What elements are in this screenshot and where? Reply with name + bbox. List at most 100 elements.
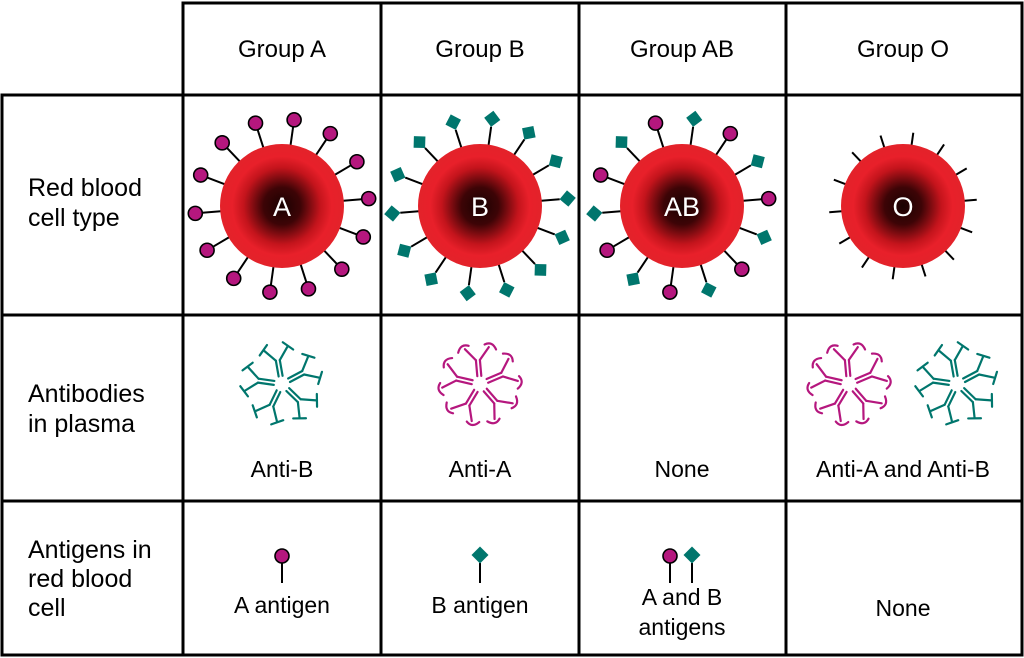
a-antigen-icon: [337, 226, 372, 245]
antibody-icon: [962, 352, 999, 386]
b-antigen-icon: [390, 167, 425, 186]
anti-b-antibodies: [239, 341, 324, 426]
cell-body: [841, 144, 965, 268]
a-antigen-icon: [286, 112, 302, 147]
b-antigen-icon: [484, 110, 501, 147]
cell-letter: A: [273, 192, 291, 222]
a-antigen-icon: [741, 190, 777, 207]
a-antigen-icon: [247, 115, 265, 150]
antibody-icon: [437, 356, 474, 397]
a-antigen-icon: [225, 255, 250, 287]
anti-b-antibodies: [914, 341, 999, 426]
a-antigen-icon: [714, 125, 739, 157]
b-antigen-icon: [539, 190, 576, 207]
antigens-caption-group-ab-line1: A and B: [642, 584, 723, 610]
antibodies-caption-group-b: Anti-A: [449, 456, 512, 482]
cell-body: [220, 144, 344, 268]
b-antigen-icon: [615, 136, 642, 164]
antigens-caption-group-a: A antigen: [234, 592, 330, 618]
antigen-stub: [833, 178, 848, 186]
antigen-head: [274, 548, 290, 564]
cell-letter: O: [892, 192, 913, 222]
b-antigen-icon: [445, 114, 463, 150]
row-label-line: Antibodies: [28, 380, 145, 408]
antigen-stub: [891, 265, 896, 280]
a-antigen-icon: [199, 235, 231, 259]
row-label-line: in plasma: [28, 410, 135, 438]
a-antigen-icon: [599, 235, 631, 259]
b-antigen-icon: [459, 265, 476, 302]
a-antigen-icon: [333, 153, 365, 177]
antibody-icon: [485, 352, 523, 390]
a-antigen-icon: [187, 205, 223, 222]
cell-letter: B: [471, 192, 489, 222]
antibody-icon: [285, 387, 319, 420]
antibodies-caption-group-ab: None: [655, 456, 710, 482]
a-antigen-icon: [299, 262, 317, 297]
red-blood-cell-ab: AB: [586, 110, 777, 300]
a-antigen-icon: [592, 167, 627, 186]
antibodies-caption-group-a: Anti-B: [251, 456, 314, 482]
antigen-stub: [935, 143, 945, 157]
header-group-ab: Group AB: [630, 36, 734, 63]
anti-a-antibodies: [437, 342, 523, 427]
b-antigen-icon: [686, 110, 703, 147]
antigen-stub: [829, 210, 844, 214]
b-antigen-icon: [384, 205, 421, 222]
antigen-stub: [958, 226, 973, 234]
antibody-icon: [482, 387, 519, 425]
antibody-icon: [926, 389, 960, 426]
antigen-stub: [920, 262, 927, 277]
header-group-b: Group B: [435, 36, 524, 63]
b-antigen-icon: [737, 226, 772, 245]
b-antigen-icon: [397, 235, 429, 258]
antibody-icon: [960, 387, 994, 420]
b-antigen-icon: [683, 546, 701, 583]
antigen-head: [471, 546, 489, 564]
a-antigen-icon: [662, 548, 678, 583]
b-antigen-icon: [626, 255, 650, 286]
row-label-line: Red blood: [28, 174, 142, 202]
row-label-line: cell: [28, 594, 66, 622]
antibody-icon: [851, 387, 888, 425]
red-blood-cell-o: O: [829, 132, 977, 280]
antigen-stub: [910, 132, 915, 147]
antibody-icon: [457, 342, 498, 378]
antigen-stub: [851, 151, 863, 164]
antibody-icon: [287, 352, 324, 386]
antibody-icon: [251, 389, 285, 426]
antibody-icon: [258, 341, 295, 378]
antigen-stub: [861, 255, 871, 269]
b-antigen-icon: [471, 546, 489, 583]
row-label-antibodies-in-plasma: Antibodies in plasma: [28, 380, 145, 438]
a-antigen-icon: [262, 265, 278, 300]
anti-a-antibodies: [806, 342, 892, 427]
antigens-caption-group-b: B antigen: [431, 592, 528, 618]
a-antigen-icon: [647, 115, 665, 150]
header-group-o: Group O: [857, 36, 949, 63]
antigen-stub: [954, 167, 968, 177]
b-antigen-icon: [497, 262, 515, 298]
cell-body: [620, 144, 744, 268]
b-antigen-icon: [733, 154, 765, 177]
a-antigen-icon: [322, 248, 350, 277]
antigen-stub: [838, 235, 852, 245]
a-antigen-icon: [341, 190, 377, 207]
a-antigen-icon: [214, 135, 242, 164]
antibody-icon: [854, 352, 892, 390]
antibody-icon: [806, 356, 843, 397]
a-antigen-icon: [662, 265, 678, 300]
red-blood-cell-a: A: [187, 112, 377, 300]
a-antigen-icon: [722, 248, 750, 277]
row-label-red-blood-cell-type: Red blood cell type: [28, 174, 142, 232]
row-label-line: cell type: [28, 204, 120, 232]
row-label-line: red blood: [28, 565, 132, 593]
antibody-icon: [826, 342, 867, 378]
b-antigen-icon: [531, 154, 563, 177]
cell-body: [418, 144, 542, 268]
antigen-stub: [943, 248, 955, 261]
a-antigen-icon: [192, 167, 227, 186]
antibody-icon: [914, 361, 951, 398]
